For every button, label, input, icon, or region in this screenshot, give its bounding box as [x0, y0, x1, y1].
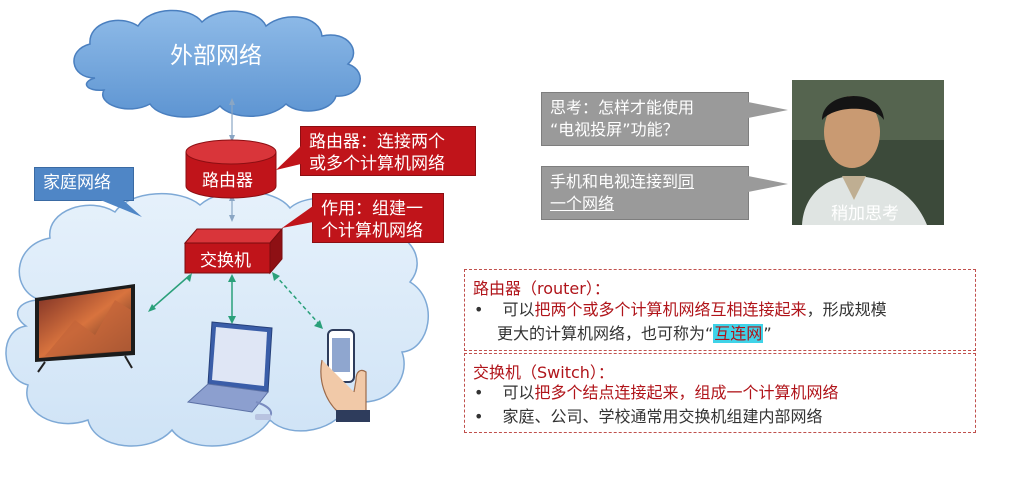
router-line1-a: 可以 [502, 300, 535, 319]
switch-definition-bullet-2: • 家庭、公司、学校通常用交换机组建内部网络 [474, 405, 823, 429]
router-definition-box [464, 269, 976, 351]
phone-icon [320, 329, 370, 422]
thinking-person-photo [792, 80, 944, 225]
switch-callout-line1: 作用：组建一 [321, 199, 423, 219]
thought-bubble-2: 手机和电视连接到同 一个网络 [541, 166, 749, 220]
external-network-label: 外部网络 [170, 43, 262, 69]
switch-label: 交换机 [200, 251, 251, 271]
home-network-callout-tail [98, 199, 142, 217]
switch-bullet2-marker: • [474, 407, 484, 426]
thought-bubble-2-text-b: 同 [678, 172, 695, 191]
switch-bullet1-a: 可以 [502, 383, 535, 402]
router-label: 路由器 [202, 171, 253, 191]
switch-bullet2-text: 家庭、公司、学校通常用交换机组建内部网络 [502, 407, 823, 426]
thought-bubble-2-text-c: 一个网络 [550, 194, 615, 213]
switch-callout-tail [282, 206, 313, 228]
home-network-callout: 家庭网络 [34, 167, 134, 201]
link-switch-phone [272, 272, 323, 329]
router-bullet-marker: • [474, 300, 484, 319]
switch-box [183, 227, 284, 275]
thought-bubble-1-line2: “电视投屏”功能？ [550, 120, 679, 139]
network-diagram [5, 9, 429, 447]
switch-bullet1-b: 把多个结点连接起来，组成一个计算机网络 [534, 383, 839, 402]
router-callout-tail [276, 146, 301, 170]
photo-caption: 稍加思考 [831, 204, 899, 224]
switch-bullet1-marker: • [474, 383, 484, 402]
switch-callout: 作用：组建一 个计算机网络 [312, 193, 444, 243]
router-definition-bullet: • 可以把两个或多个计算机网络互相连接起来，形成规模 [474, 298, 974, 322]
switch-callout-line2: 个计算机网络 [321, 221, 423, 241]
tv-icon [35, 284, 135, 373]
router-callout-line2: 或多个计算机网络 [309, 154, 445, 174]
thought-bubble-2-tail [748, 176, 788, 192]
router-definition-title: 路由器（router）： [473, 279, 610, 298]
link-switch-tv [148, 273, 192, 312]
router-line2-a: 更大的计算机网络，也可称为“ [497, 324, 714, 343]
switch-definition-box [464, 353, 976, 433]
router-line1-b: 把两个或多个计算机网络互相连接起来 [534, 300, 807, 319]
thought-bubble-2-line2: 一个网络 [550, 193, 740, 215]
thought-bubble-2-line1: 手机和电视连接到同 [550, 171, 740, 193]
router-line1-c: ，形成规模 [806, 300, 887, 319]
switch-definition-bullet-1: • 可以把多个结点连接起来，组成一个计算机网络 [474, 381, 839, 405]
thought-bubble-1: 思考：怎样才能使用 “电视投屏”功能？ [541, 92, 749, 146]
thought-bubble-1-line1: 思考：怎样才能使用 [550, 98, 695, 117]
router-line2-b: 互连网 [713, 324, 764, 343]
router-line2-c: ” [763, 324, 772, 343]
thought-bubble-1-tail [748, 102, 788, 118]
switch-definition-title: 交换机（Switch）： [473, 363, 614, 382]
laptop-icon [186, 321, 273, 420]
router-definition-line2: 更大的计算机网络，也可称为“互连网” [497, 322, 772, 346]
external-network-cloud [73, 9, 361, 118]
router-callout-line1: 路由器：连接两个 [309, 132, 445, 152]
router-cylinder [185, 139, 277, 199]
router-callout: 路由器：连接两个 或多个计算机网络 [300, 126, 476, 176]
link-switch-laptop [228, 274, 236, 324]
home-network-label: 家庭网络 [43, 173, 111, 193]
thought-bubble-2-text-a: 手机和电视连接到 [550, 172, 679, 191]
